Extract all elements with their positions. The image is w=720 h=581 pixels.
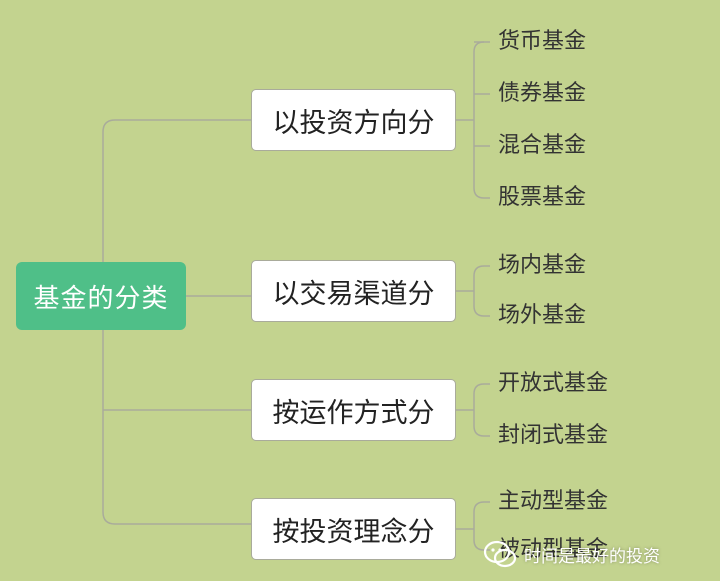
leaf-node: 封闭式基金: [498, 423, 609, 448]
root-node: 基金的分类: [16, 262, 186, 330]
branch-node-operation-mode: 按运作方式分: [251, 379, 456, 441]
leaf-node: 混合基金: [498, 133, 587, 158]
watermark: 时间是最好的投资: [482, 532, 718, 576]
leaf-node: 被动型基金: [498, 537, 609, 562]
wechat-logo-icon: [483, 540, 517, 568]
leaf-node: 场外基金: [498, 303, 587, 328]
leaf-node: 开放式基金: [498, 371, 609, 396]
leaf-node: 债券基金: [498, 81, 587, 106]
branch-node-trading-channel: 以交易渠道分: [251, 260, 456, 322]
leaf-node: 主动型基金: [498, 489, 609, 514]
watermark-text: 时间是最好的投资: [524, 546, 660, 567]
leaf-node: 货币基金: [498, 29, 587, 54]
leaf-node: 股票基金: [498, 185, 587, 210]
leaf-node: 场内基金: [498, 253, 587, 278]
branch-node-investment-philosophy: 按投资理念分: [251, 498, 456, 560]
branch-node-investment-direction: 以投资方向分: [251, 89, 456, 151]
